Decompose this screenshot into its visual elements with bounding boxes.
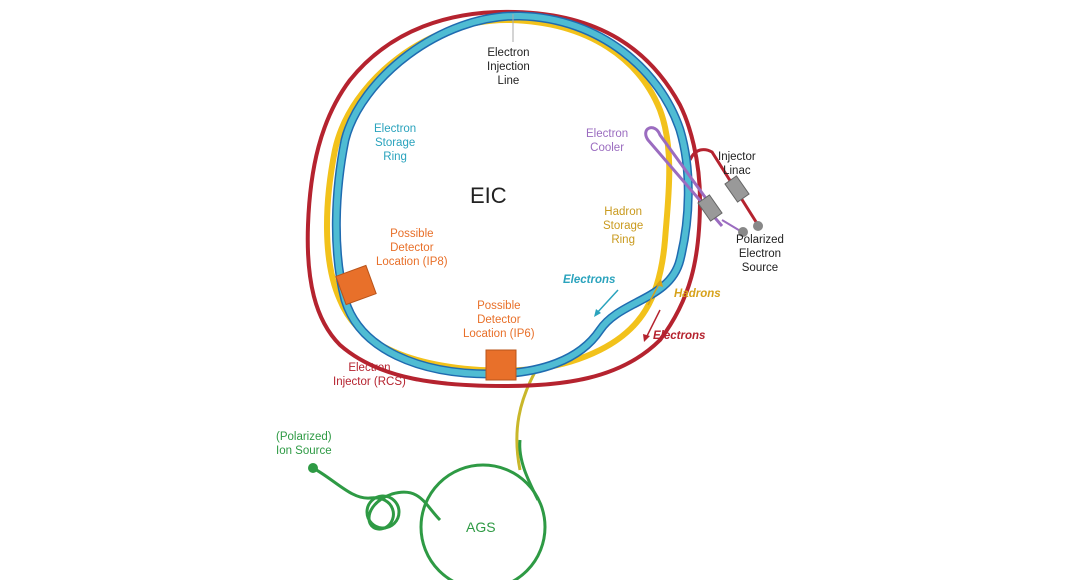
label-detector-ip8: Possible Detector Location (IP8) xyxy=(376,228,448,268)
label-injector-linac: Injector Linac xyxy=(718,151,756,177)
label-electron-injector: Electron Injector (RCS) xyxy=(333,362,406,388)
label-hadrons: Hadrons xyxy=(674,288,721,300)
electrons-red-arrowhead xyxy=(643,334,650,342)
ags-to-ring-line xyxy=(518,439,540,501)
linac-cavity xyxy=(724,175,750,203)
hadrons-arrowhead xyxy=(656,279,663,287)
label-detector-ip6: Possible Detector Location (IP6) xyxy=(463,300,535,340)
label-electrons-cyan: Electrons xyxy=(563,274,616,286)
label-electron-storage-ring: Electron Storage Ring xyxy=(374,123,417,163)
label-ags: AGS xyxy=(466,519,496,535)
label-electron-injection-line: Electron Injection Line xyxy=(487,47,530,87)
detector-ip6 xyxy=(485,349,517,381)
electrons-red-direction-arrow xyxy=(645,309,661,339)
electrons-arrowhead xyxy=(594,309,601,317)
electron-injector-ring xyxy=(305,9,703,389)
eic-title: EIC xyxy=(470,183,507,208)
electron-source-dot xyxy=(753,221,763,231)
hadrons-direction-arrow xyxy=(647,281,661,306)
booster-loop xyxy=(365,494,401,530)
injector-linac-line xyxy=(688,148,760,226)
detector-ip8 xyxy=(335,264,377,306)
cooler-cavity xyxy=(697,194,723,222)
label-electrons-red: Electrons xyxy=(653,330,706,342)
electrons-direction-arrow xyxy=(595,289,619,315)
label-polarized-electron-source: Polarized Electron Source xyxy=(736,234,784,274)
ags-transfer-line xyxy=(515,371,537,471)
ags-ring xyxy=(419,463,547,580)
electron-storage-ring xyxy=(333,12,692,378)
ion-source-dot xyxy=(308,463,318,473)
label-ion-source: (Polarized) Ion Source xyxy=(276,431,332,457)
label-hadron-storage-ring: Hadron Storage Ring xyxy=(603,206,644,246)
electron-cooler-loop xyxy=(644,126,724,227)
cooler-source-dot xyxy=(738,227,748,237)
label-electron-cooler: Electron Cooler xyxy=(586,128,629,154)
